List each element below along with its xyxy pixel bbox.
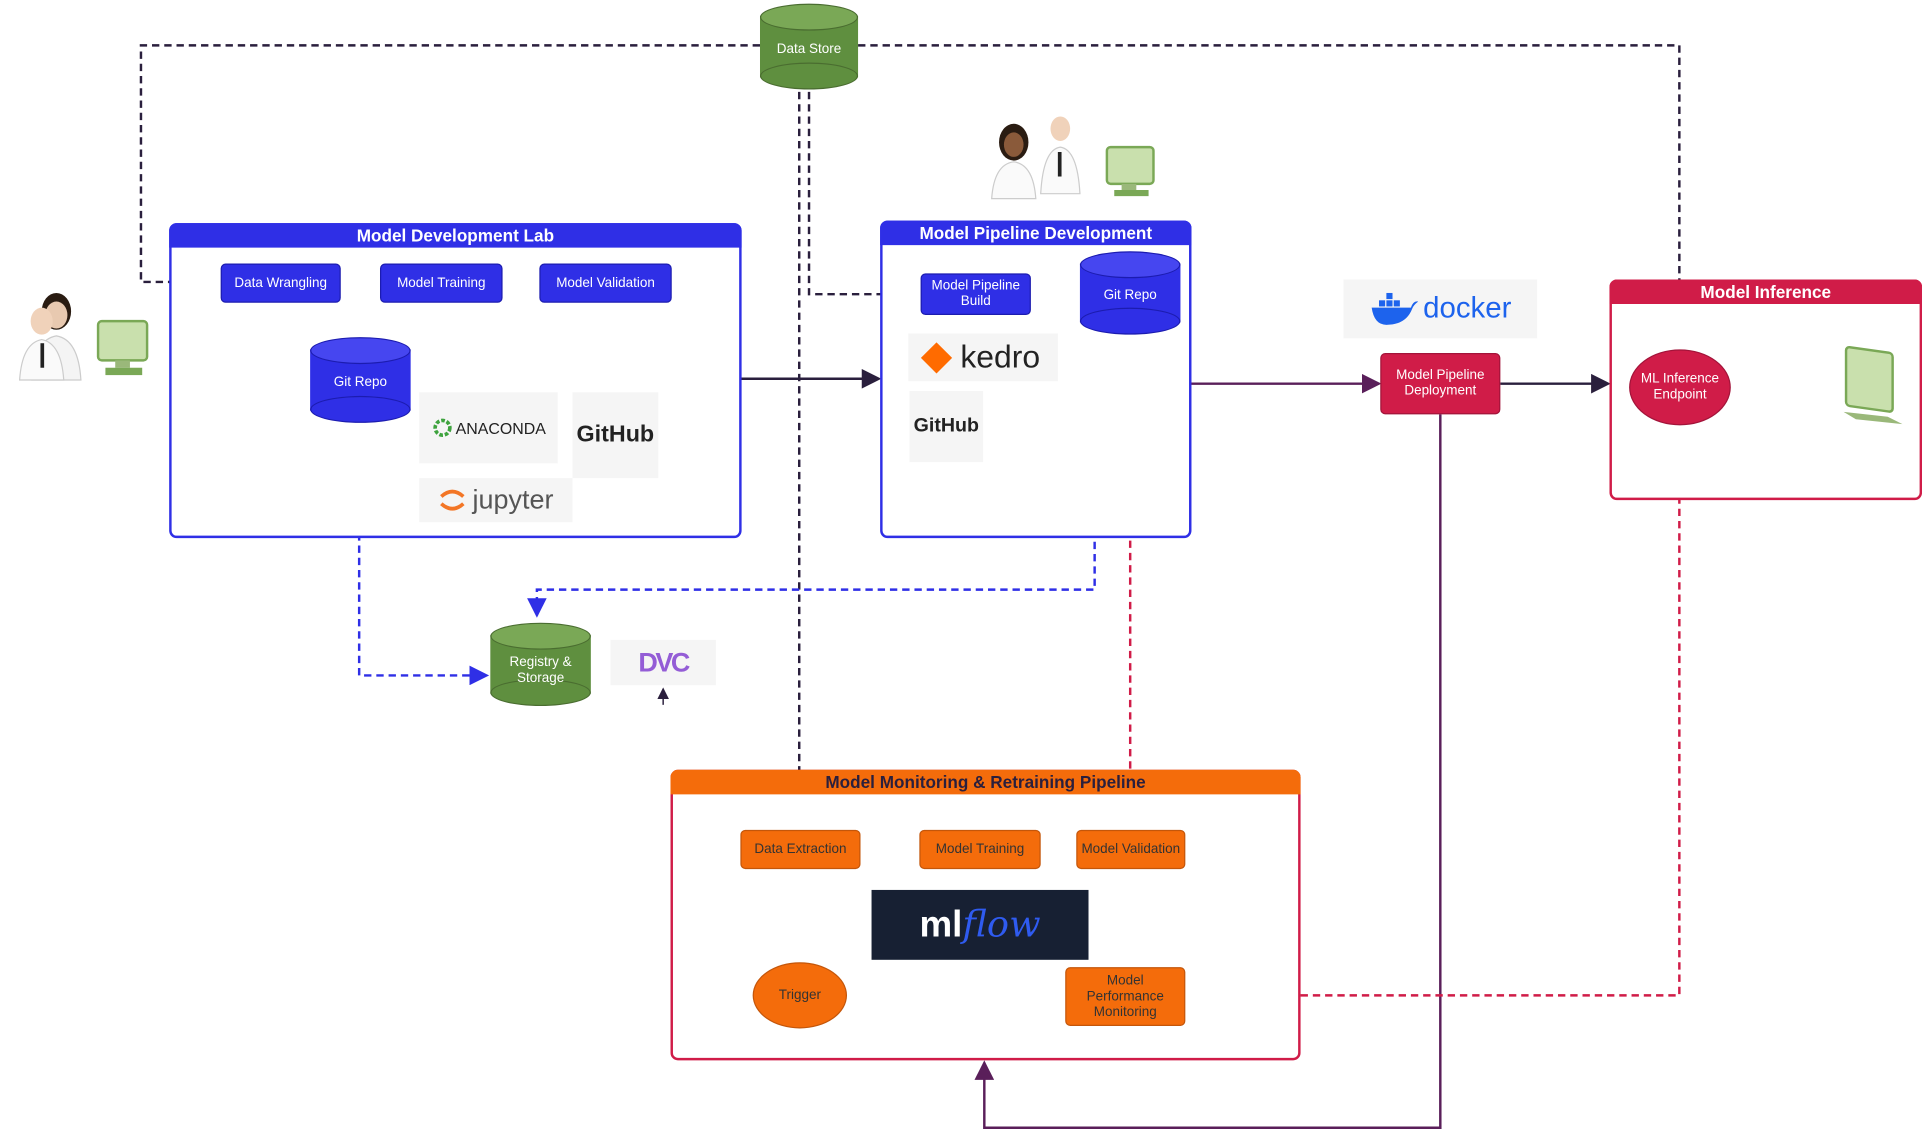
dev-git-repo[interactable]: Git Repo [310, 337, 411, 423]
github-logo-dev: GitHub [572, 392, 659, 479]
model-pipeline-deployment[interactable]: Model Pipeline Deployment [1380, 353, 1501, 415]
data-scientists-icon [18, 292, 149, 381]
client-computer-icon [1843, 345, 1903, 425]
dev-lab-title: Model Development Lab [169, 223, 742, 248]
deployment-label: Model Pipeline Deployment [1396, 367, 1485, 399]
kedro-diamond-icon [921, 341, 953, 373]
docker-whale-icon [1371, 292, 1419, 325]
registry-storage-label: Registry & Storage [509, 654, 572, 686]
kedro-logo: kedro [908, 333, 1058, 382]
anaconda-logo: ANACONDA [419, 392, 558, 464]
github-logo-dev-text: GitHub [576, 421, 655, 448]
trigger-node[interactable]: Trigger [752, 962, 848, 1029]
model-training-2-label: Model Training [935, 841, 1025, 857]
model-training-step-2[interactable]: Model Training [919, 829, 1041, 870]
model-training-label: Model Training [397, 275, 486, 290]
data-extraction-step[interactable]: Data Extraction [740, 829, 861, 870]
deployment-to-monitoring-line [974, 414, 1442, 1129]
engineers-icon [991, 116, 1155, 200]
model-validation-step[interactable]: Model Validation [539, 263, 672, 303]
inference-to-perf-line [1184, 422, 1681, 1006]
model-pipeline-build[interactable]: Model Pipeline Build [920, 273, 1031, 316]
anaconda-logo-text: ANACONDA [455, 418, 546, 437]
registry-storage[interactable]: Registry & Storage [490, 622, 591, 707]
ml-inference-endpoint[interactable]: ML Inference Endpoint [1629, 349, 1731, 426]
data-wrangling-step[interactable]: Data Wrangling [220, 263, 341, 303]
jupyter-logo-text: jupyter [472, 484, 554, 515]
monitoring-title: Model Monitoring & Retraining Pipeline [670, 769, 1301, 795]
docker-logo-text: docker [1423, 291, 1512, 325]
docker-logo: docker [1343, 279, 1538, 339]
dvc-logo-text: DVC [638, 646, 690, 678]
mlflow-logo-ml: ml [919, 904, 963, 945]
data-extraction-label: Data Extraction [754, 841, 847, 857]
pipeline-build-label: Model Pipeline Build [931, 278, 1020, 309]
pipeline-git-repo-label: Git Repo [1103, 288, 1157, 303]
dev-git-repo-label: Git Repo [333, 375, 387, 390]
datastore-to-wrangling-line [139, 44, 760, 292]
devrepo-to-registry-line [357, 422, 490, 686]
inference-title: Model Inference [1609, 279, 1922, 304]
model-performance-monitoring[interactable]: Model Performance Monitoring [1065, 967, 1186, 1026]
pipeline-git-repo[interactable]: Git Repo [1079, 251, 1181, 335]
jupyter-orbit-icon [440, 489, 466, 511]
anaconda-ring-icon [432, 418, 452, 437]
data-store[interactable]: Data Store [759, 3, 859, 90]
mlflow-logo: ml flow [871, 889, 1089, 960]
model-training-step[interactable]: Model Training [379, 263, 503, 303]
model-validation-2-label: Model Validation [1081, 841, 1181, 857]
datastore-to-inference-line [858, 44, 1690, 358]
pipeline-dev-title: Model Pipeline Development [880, 220, 1192, 246]
jupyter-logo: jupyter [419, 478, 573, 523]
trigger-label: Trigger [778, 987, 821, 1003]
mlflow-logo-flow: flow [962, 903, 1041, 947]
perf-monitoring-label: Model Performance Monitoring [1086, 972, 1164, 1020]
kedro-logo-text: kedro [960, 338, 1041, 376]
endpoint-label: ML Inference Endpoint [1640, 371, 1720, 403]
model-validation-step-2[interactable]: Model Validation [1076, 829, 1186, 870]
dvc-logo: DVC [610, 639, 716, 686]
github-logo-pipeline: GitHub [909, 391, 984, 463]
github-logo-pipeline-text: GitHub [913, 415, 979, 437]
data-store-label: Data Store [776, 41, 842, 57]
model-validation-label: Model Validation [556, 275, 655, 290]
data-wrangling-label: Data Wrangling [234, 275, 328, 290]
